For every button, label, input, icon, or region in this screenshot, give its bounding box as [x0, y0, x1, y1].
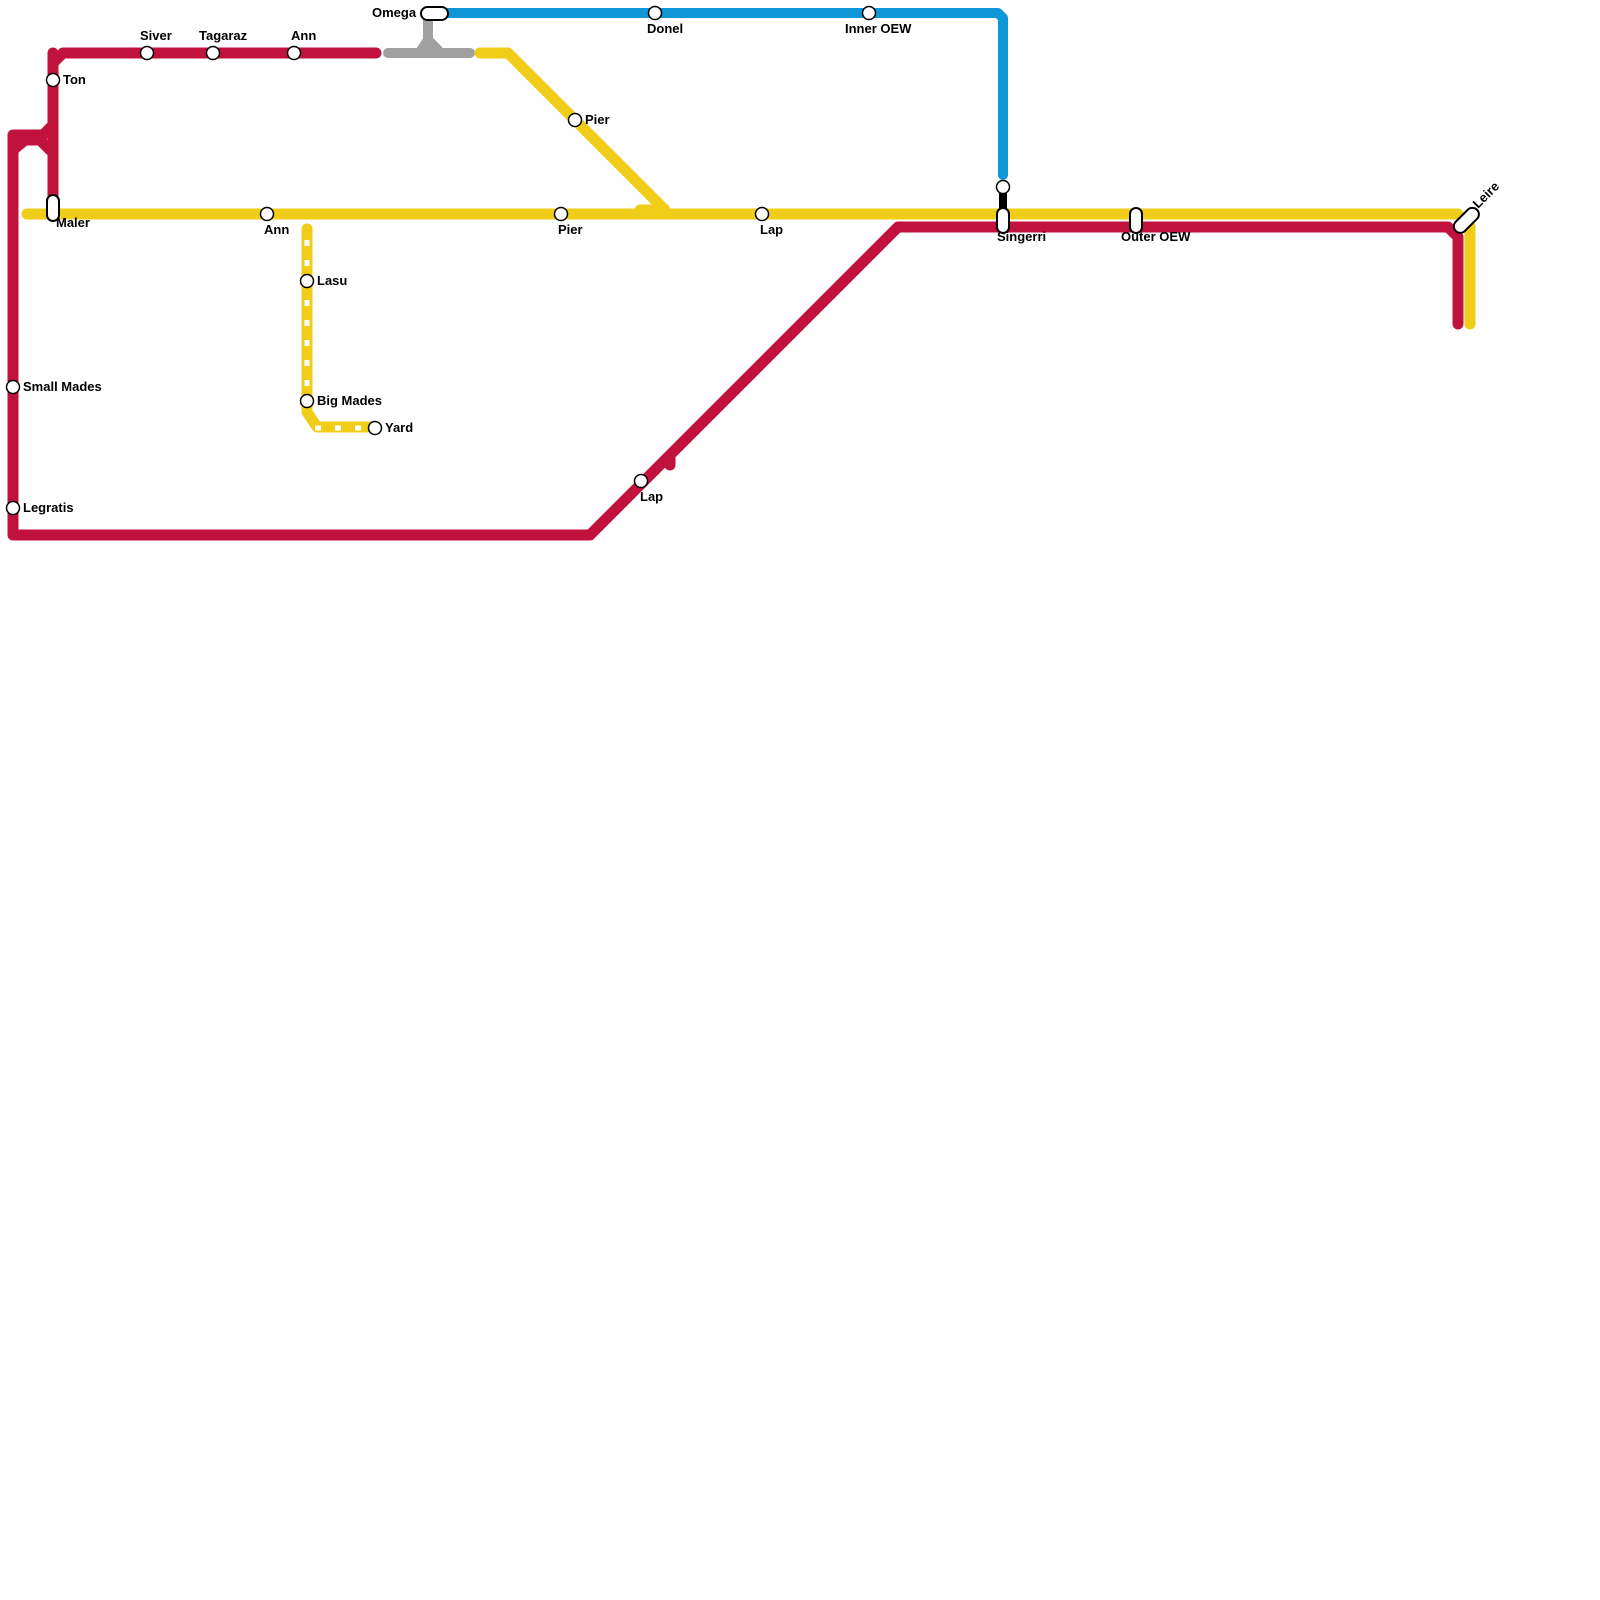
station-ann-mid[interactable]	[259, 206, 275, 222]
station-small-mades[interactable]	[5, 379, 21, 395]
yellow-line-branch	[474, 47, 671, 216]
label-lap-low: Lap	[640, 489, 663, 504]
station-siver[interactable]	[139, 45, 155, 61]
station-singerri[interactable]	[996, 207, 1010, 234]
label-pier-mid: Pier	[558, 222, 583, 237]
label-lasu: Lasu	[317, 273, 347, 288]
label-yard: Yard	[385, 420, 413, 435]
station-tagaraz[interactable]	[205, 45, 221, 61]
label-singerri: Singerri	[997, 229, 1046, 244]
blue-line	[430, 8, 1008, 180]
station-ton[interactable]	[45, 72, 61, 88]
label-legratis: Legratis	[23, 500, 74, 515]
station-pier-mid[interactable]	[553, 206, 569, 222]
station-big-mades[interactable]	[299, 393, 315, 409]
label-maler: Maler	[56, 215, 90, 230]
yellow-line-dash-gaps	[304, 240, 372, 431]
label-siver: Siver	[140, 28, 172, 43]
station-outer-oew[interactable]	[1129, 207, 1143, 234]
station-maler[interactable]	[46, 194, 60, 222]
label-lap-mid: Lap	[760, 222, 783, 237]
label-omega: Omega	[372, 5, 417, 20]
label-ann-top: Ann	[291, 28, 316, 43]
station-pier-diagonal[interactable]	[567, 112, 583, 128]
station-legratis[interactable]	[5, 500, 21, 516]
station-inner-oew[interactable]	[861, 5, 877, 21]
station-ann-top[interactable]	[286, 45, 302, 61]
label-outer-oew: Outer OEW	[1121, 229, 1191, 244]
station-lap-mid[interactable]	[754, 206, 770, 222]
grey-line-spur	[415, 11, 433, 57]
label-tagaraz: Tagaraz	[199, 28, 248, 43]
label-inner-oew: Inner OEW	[845, 21, 912, 36]
station-lasu[interactable]	[299, 273, 315, 289]
label-leire: Leire	[1470, 179, 1503, 212]
station-leire[interactable]	[1451, 205, 1481, 235]
station-omega[interactable]	[420, 6, 449, 21]
label-ann-mid: Ann	[264, 222, 289, 237]
label-pier-diagonal: Pier	[585, 112, 610, 127]
label-ton: Ton	[63, 72, 86, 87]
grey-line	[383, 35, 475, 58]
label-small-mades: Small Mades	[23, 379, 102, 394]
station-yard[interactable]	[367, 420, 383, 436]
label-big-mades: Big Mades	[317, 393, 382, 408]
station-singerri-blue[interactable]	[995, 179, 1011, 195]
label-donel: Donel	[647, 21, 683, 36]
station-donel[interactable]	[647, 5, 663, 21]
red-line	[7, 47, 1464, 541]
station-lap-low[interactable]	[633, 473, 649, 489]
